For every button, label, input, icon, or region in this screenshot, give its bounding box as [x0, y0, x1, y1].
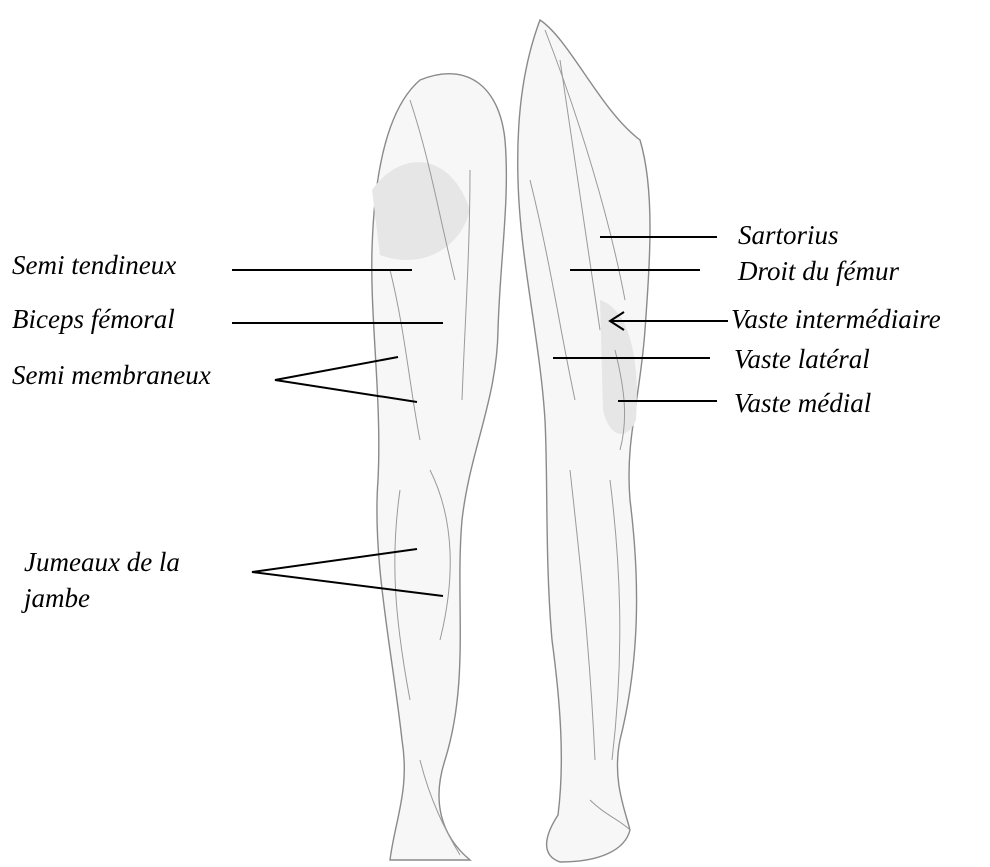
label-droit-du-femur: Droit du fémur	[738, 258, 899, 285]
label-vaste-intermediaire: Vaste intermédiaire	[731, 306, 941, 333]
posterior-leg	[372, 74, 507, 860]
label-biceps-femoral: Biceps fémoral	[12, 306, 175, 333]
label-semi-membraneux: Semi membraneux	[12, 362, 211, 389]
anterior-leg	[518, 20, 650, 862]
label-vaste-lateral: Vaste latéral	[734, 346, 870, 373]
label-vaste-medial: Vaste médial	[734, 390, 871, 417]
label-semi-tendineux: Semi tendineux	[12, 252, 176, 279]
label-jumeaux: Jumeaux de la jambe	[24, 544, 244, 616]
label-sartorius: Sartorius	[738, 222, 839, 249]
